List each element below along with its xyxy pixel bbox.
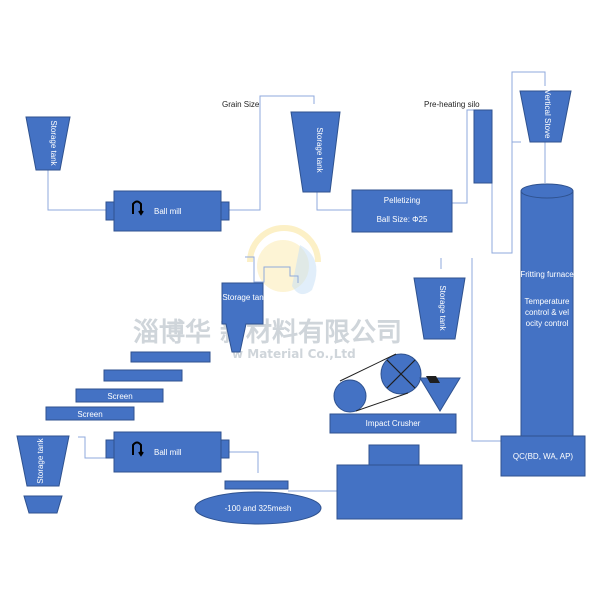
storage-tank-3-label-text: Storage tank [222, 293, 268, 302]
ball-size-label: Ball Size: Φ25 [377, 215, 428, 224]
connector-tank1-ballmill [47, 170, 106, 211]
qc-label: QC(BD, WA, AP) [513, 452, 573, 461]
screen-1-label: Screen [107, 392, 132, 401]
screen-stairs: Screen Screen [45, 351, 211, 421]
connector-tank3-loop [245, 256, 299, 283]
screen-1 [75, 388, 164, 403]
ball-mill-2: Ball mill [105, 431, 230, 473]
mesh-label: -100 and 325mesh [225, 504, 292, 513]
pelletizing-label: Pelletizing [384, 196, 420, 205]
impact-crusher-label: Impact Crusher [366, 419, 421, 428]
crusher-rollers [333, 353, 461, 413]
roller-belt [339, 353, 409, 412]
mesh-screen-bar [224, 480, 289, 490]
fritting-furnace-label-line: Fritting furnace [520, 270, 574, 279]
vertical-stove-label: Vertical Stove [543, 90, 552, 139]
connector-ballmill-tank2 [229, 95, 315, 211]
storage-tank-2: Storage tank [290, 111, 341, 193]
pelletizing-unit: Pelletizing Ball Size: Φ25 [351, 189, 453, 233]
storage-tank-3: Storage tank [221, 282, 269, 353]
storage-tank-5-base [23, 495, 63, 514]
connector-ballmill2-mesh [229, 451, 259, 473]
fritting-furnace-label: Fritting furnace [520, 270, 574, 279]
vertical-stove: Vertical Stove [519, 90, 572, 143]
mesh-product: -100 and 325mesh [194, 480, 322, 525]
ball-mill-1-label: Ball mill [154, 207, 182, 216]
connector-right-vertical [471, 258, 501, 442]
rotation-arrow-icon [132, 200, 144, 216]
crusher-base-machine [336, 444, 463, 520]
screen-2 [45, 406, 135, 421]
watermark-company-en: w Material Co.,Ltd [232, 347, 356, 361]
stair-step-2 [103, 369, 183, 382]
watermark: 淄博华 新材料有限公司 w Material Co.,Ltd [133, 225, 402, 361]
fritting-furnace: Fritting furnace Temperature control & v… [520, 183, 574, 439]
rotation-arrow-icon [132, 441, 144, 457]
storage-tank-3-label: Storage tank [222, 293, 268, 302]
roller-small [333, 379, 367, 413]
storage-tank-4: Storage tank [413, 277, 466, 340]
screen-2-label: Screen [77, 410, 102, 419]
storage-tank-2-label: Storage tank [315, 127, 324, 173]
mesh-ellipse [194, 491, 322, 525]
storage-tank-5-label: Storage tank [36, 437, 45, 483]
ball-mill-2-label: Ball mill [154, 448, 182, 457]
connector-tank2-pelletizing [316, 192, 352, 211]
temperature-control-wrapper: Temperature control & velocity control [524, 297, 570, 328]
stair-step-1 [130, 351, 211, 363]
crusher-hopper [419, 377, 461, 412]
preheating-silo-label: Pre-heating silo [424, 100, 480, 109]
storage-tank-5: Storage tank [16, 435, 70, 514]
preheating-silo: Pre-heating silo [424, 100, 493, 184]
temperature-control-label: Temperature control & velocity control [524, 297, 570, 328]
storage-tank-1-label: Storage tank [49, 120, 58, 166]
storage-tank-1: Storage tank [25, 116, 71, 171]
ball-mill-1: Ball mill [105, 190, 230, 232]
qc-box: QC(BD, WA, AP) [500, 435, 586, 477]
watermark-company-cn: 淄博华 新材料有限公司 [133, 317, 402, 348]
grain-size-label: Grain Size [222, 100, 260, 109]
storage-tank-4-label: Storage tank [438, 285, 447, 331]
hopper-mark [426, 376, 440, 383]
impact-crusher: Impact Crusher [329, 413, 457, 434]
connector-silo-stove [491, 71, 546, 254]
connector-screen-ballmill2 [78, 436, 106, 459]
cross-mark-icon [386, 359, 416, 389]
